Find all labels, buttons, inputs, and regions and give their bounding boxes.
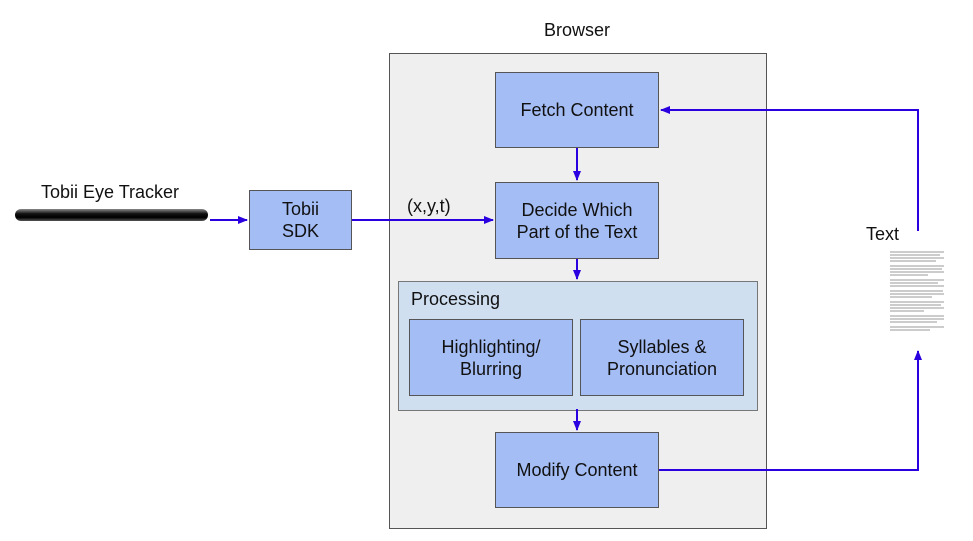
- arrow-text-to-fetch: [660, 106, 919, 231]
- decide-text-part-box: Decide Which Part of the Text: [495, 182, 659, 259]
- tobii-sdk-box: Tobii SDK: [249, 190, 352, 250]
- coordinates-label: (x,y,t): [407, 196, 451, 216]
- highlighting-blurring-box: Highlighting/ Blurring: [409, 319, 573, 396]
- text-label: Text: [866, 224, 900, 244]
- highlighting-blurring-text: Highlighting/ Blurring: [441, 336, 541, 379]
- syllables-pronunciation-text: Syllables & Pronunciation: [606, 336, 718, 379]
- modify-content-box: Modify Content: [495, 432, 659, 508]
- fetch-content-box: Fetch Content: [495, 72, 659, 148]
- processing-label: Processing: [411, 289, 501, 309]
- tobii-sdk-text: Tobii SDK: [281, 199, 320, 241]
- fetch-content-text: Fetch Content: [520, 100, 634, 120]
- tobii-eye-tracker-label: Tobii Eye Tracker: [41, 182, 180, 202]
- syllables-pronunciation-box: Syllables & Pronunciation: [580, 319, 744, 396]
- modify-content-text: Modify Content: [516, 460, 638, 480]
- decide-text-part-text: Decide Which Part of the Text: [516, 199, 638, 242]
- text-document-icon: [888, 249, 946, 335]
- browser-label: Browser: [544, 20, 611, 40]
- arrow-modify-to-text: [659, 350, 922, 471]
- eye-tracker-device-icon: [15, 209, 208, 221]
